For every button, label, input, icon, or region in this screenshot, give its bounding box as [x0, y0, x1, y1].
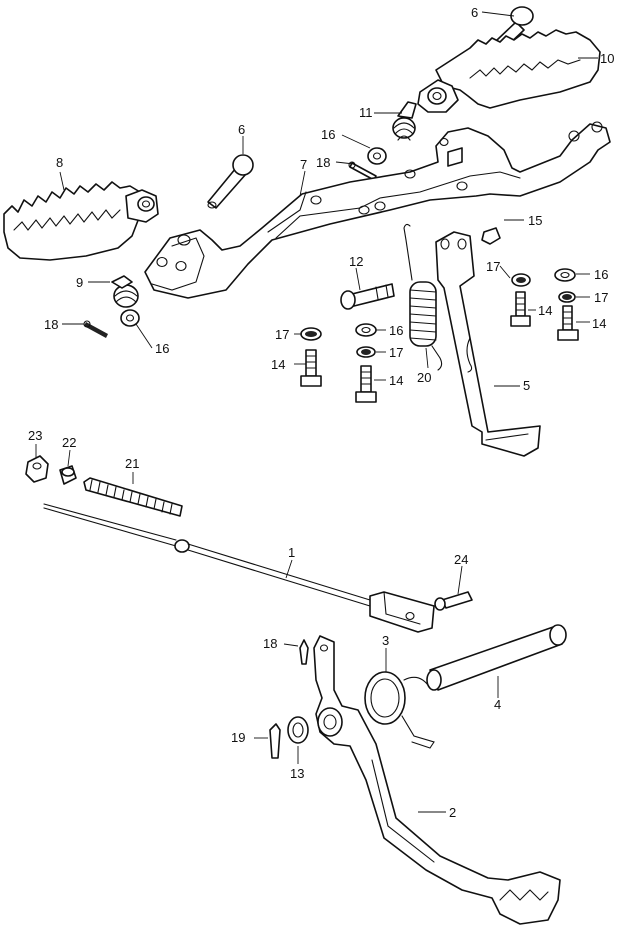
washer-13 [287, 716, 309, 744]
pivot-shaft-4 [426, 624, 567, 691]
step-bar-7 [144, 121, 611, 299]
bolt-12 [340, 283, 395, 310]
washer-17-right [558, 291, 576, 303]
spring-11 [392, 101, 417, 141]
cotter-pin-18-upper [348, 161, 377, 181]
callout-3: 3 [382, 633, 389, 648]
washer-16-center [355, 323, 377, 337]
callout-4: 4 [494, 697, 501, 712]
callout-18: 18 [44, 317, 58, 332]
callout-8: 8 [56, 155, 63, 170]
leader-lines [35, 11, 598, 813]
callout-11: 11 [359, 105, 373, 120]
callout-19: 19 [231, 730, 245, 745]
callout-17: 17 [594, 290, 608, 305]
callout-17: 17 [389, 345, 403, 360]
callout-20: 20 [417, 370, 431, 385]
footpeg-10-right [417, 29, 601, 113]
callout-10: 10 [600, 51, 614, 66]
callout-5: 5 [523, 378, 530, 393]
cotter-pin-18-left [83, 320, 108, 338]
spring-9 [111, 275, 139, 308]
main-stand-5 [435, 231, 541, 457]
callout-16: 16 [321, 127, 335, 142]
bolt-14-right [557, 305, 579, 341]
callout-12: 12 [349, 254, 363, 269]
nut-15 [481, 227, 501, 245]
footpeg-8-left [3, 181, 159, 261]
cotter-pin-18-lower [299, 639, 309, 665]
callout-1: 1 [288, 545, 295, 560]
joint-22 [59, 465, 77, 485]
callout-18: 18 [263, 636, 277, 651]
callout-17: 17 [275, 327, 289, 342]
washer-17-mid [511, 273, 531, 287]
callout-16: 16 [594, 267, 608, 282]
pin-24 [434, 591, 473, 611]
brake-rod-1 [43, 503, 435, 633]
spring-21 [83, 477, 183, 517]
bolt-14-mid [510, 291, 531, 327]
pin-6-left [207, 154, 254, 209]
washer-17-left [300, 327, 322, 341]
washer-16-left [120, 309, 140, 327]
callout-2: 2 [449, 805, 456, 820]
washer-16-upper [367, 147, 387, 165]
callout-17: 17 [486, 259, 500, 274]
adjusting-nut-23 [25, 455, 49, 483]
callout-15: 15 [528, 213, 542, 228]
return-spring-3 [364, 671, 435, 749]
washer-17-center [356, 346, 376, 358]
callout-6: 6 [471, 5, 478, 20]
brake-pedal-2 [313, 635, 561, 925]
bolt-14-center [355, 365, 377, 403]
washer-16-right [554, 268, 576, 282]
callout-9: 9 [76, 275, 83, 290]
callout-16: 16 [389, 323, 403, 338]
callout-labels: 6 10 11 6 16 18 7 8 15 12 17 16 9 17 14 … [28, 5, 614, 820]
callout-14: 14 [592, 316, 606, 331]
callout-18: 18 [316, 155, 330, 170]
callout-22: 22 [62, 435, 76, 450]
bolt-14-left [300, 349, 322, 387]
callout-24: 24 [454, 552, 468, 567]
callout-21: 21 [125, 456, 139, 471]
callout-14: 14 [271, 357, 285, 372]
callout-14: 14 [389, 373, 403, 388]
callout-14: 14 [538, 303, 552, 318]
callout-23: 23 [28, 428, 42, 443]
callout-13: 13 [290, 766, 304, 781]
callout-6: 6 [238, 122, 245, 137]
callout-16: 16 [155, 341, 169, 356]
callout-7: 7 [300, 157, 307, 172]
spring-20 [403, 223, 443, 371]
cotter-pin-19 [269, 723, 281, 759]
